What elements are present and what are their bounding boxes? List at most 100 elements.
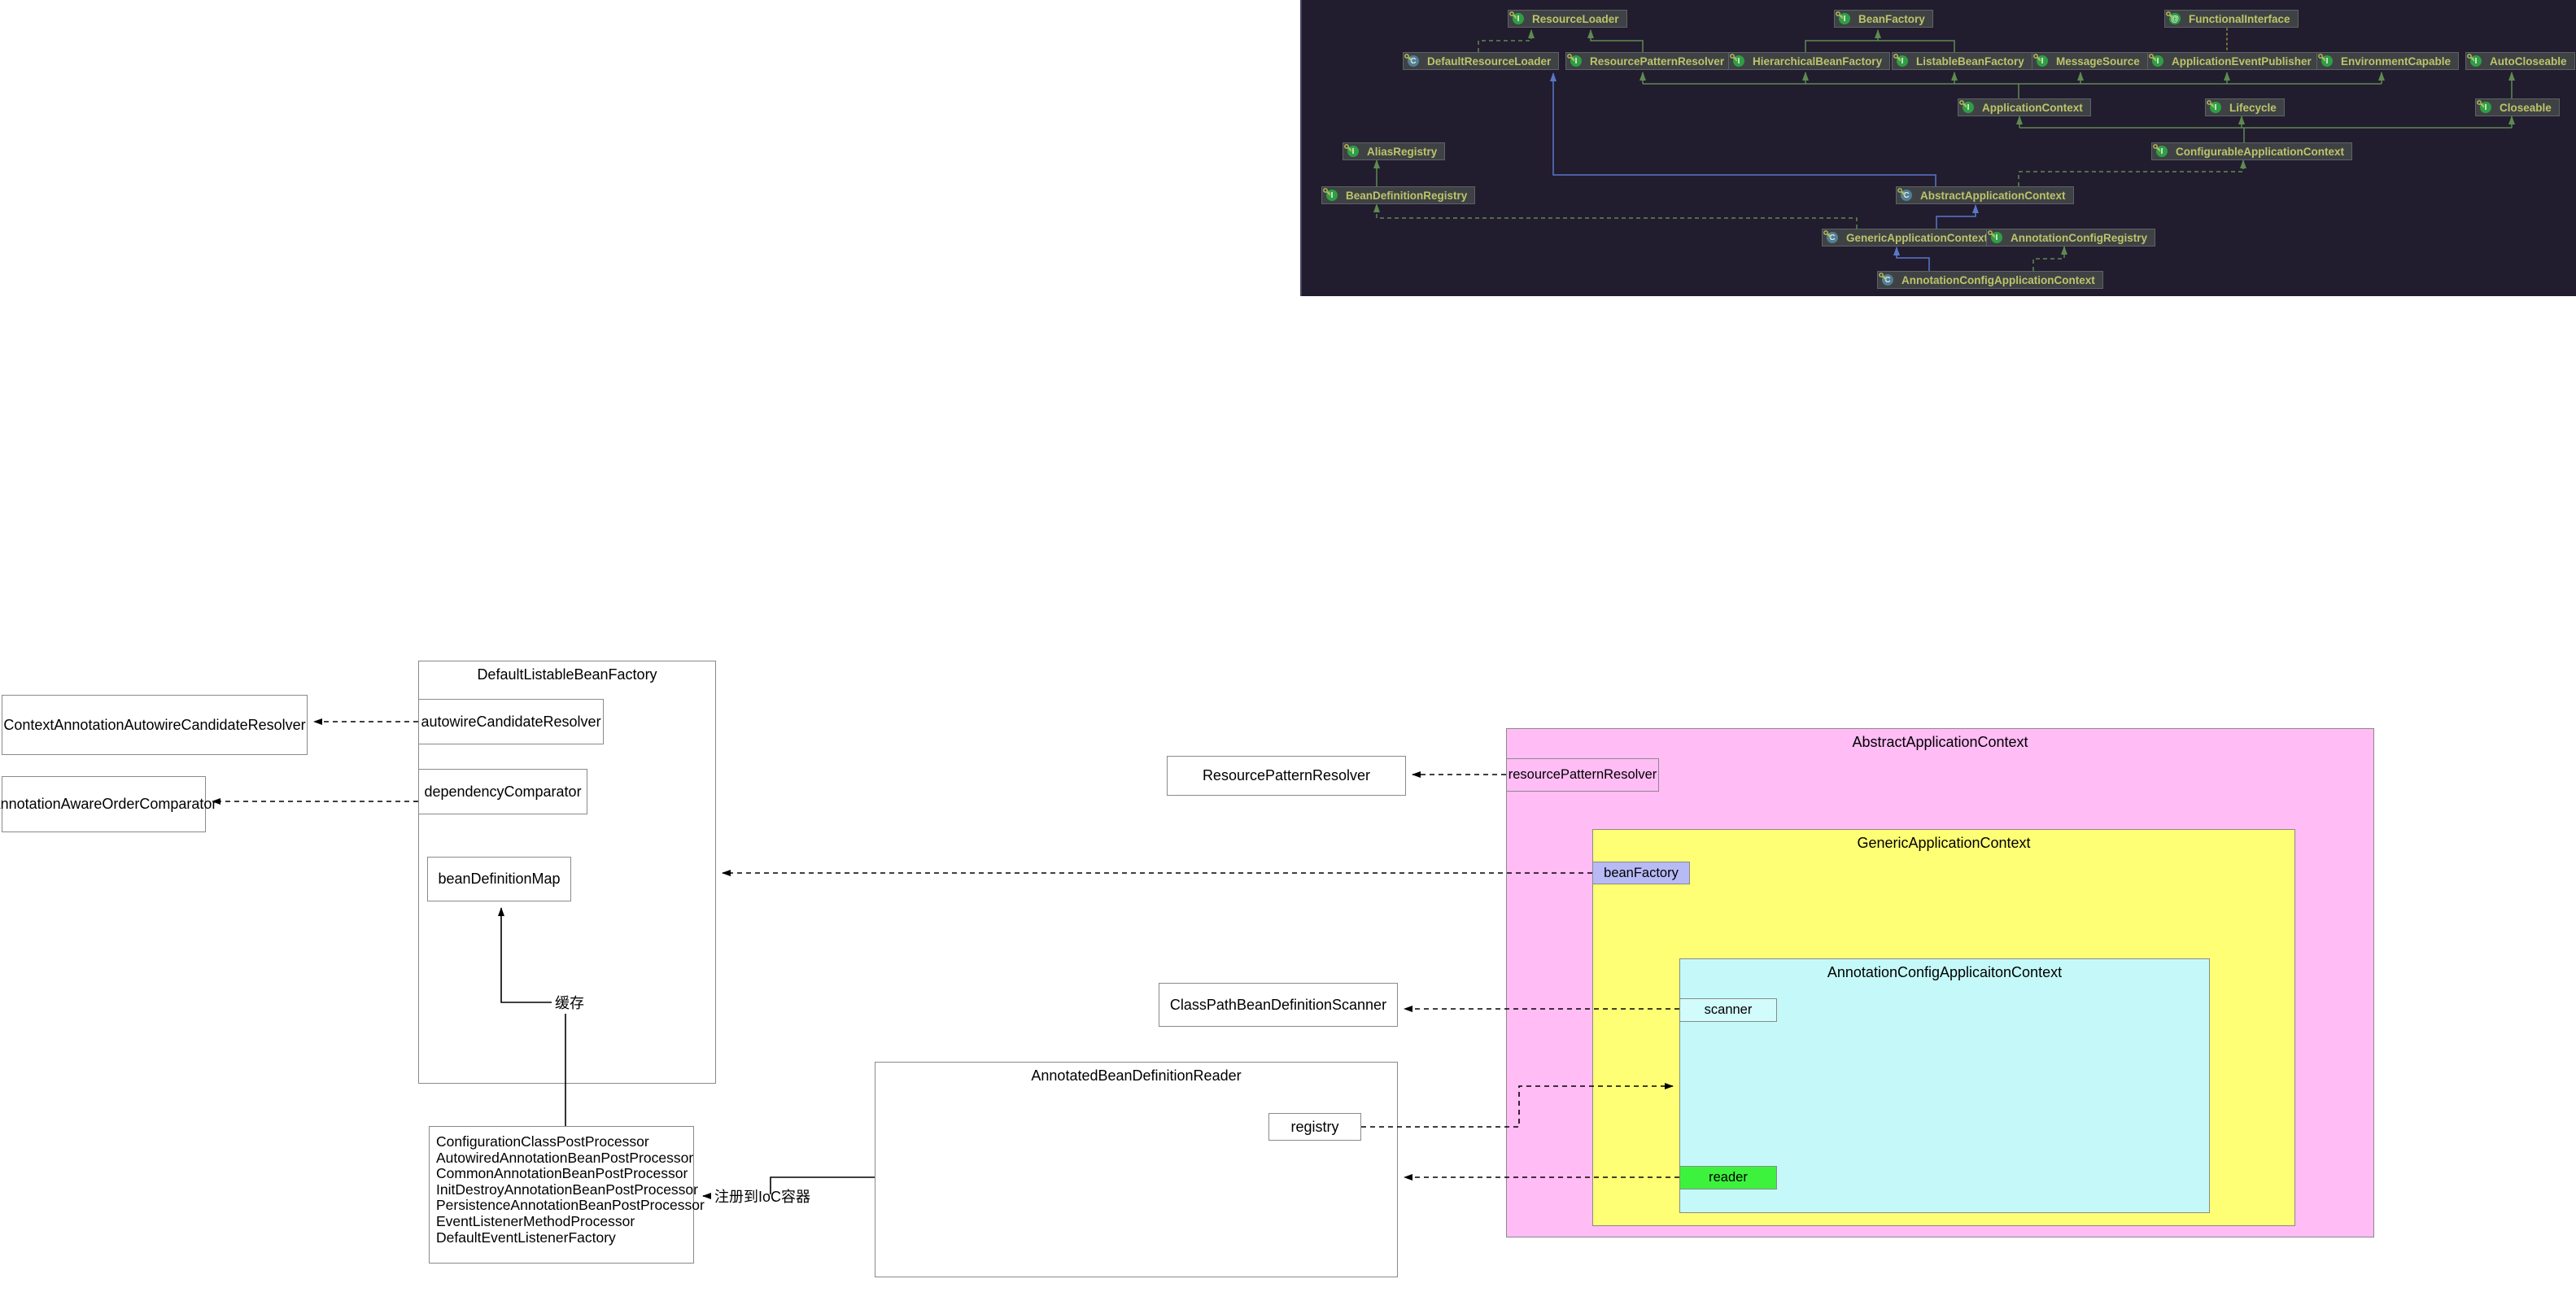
uml-node-ResourceLoader[interactable]: I ResourceLoader <box>1508 10 1627 28</box>
resource-pattern-resolver-class-label: ResourcePatternResolver <box>1202 767 1371 783</box>
uml-node-label: ApplicationEventPublisher <box>2172 55 2312 68</box>
interface-icon: I <box>2152 55 2163 67</box>
resource-pattern-resolver-field: resourcePatternResolver <box>1506 758 1659 792</box>
uml-node-AbstractApplicationContext[interactable]: C AbstractApplicationContext <box>1896 186 2074 204</box>
scanner-field-label: scanner <box>1704 1002 1753 1017</box>
uml-edge-AnnotationConfigApplicationContext-implements-AnnotationConfigRegistry <box>2032 246 2067 271</box>
register-label: 注册到IoC容器 <box>714 1189 811 1205</box>
uml-node-label: BeanFactory <box>1858 12 1925 25</box>
bean-definition-map-field: beanDefinitionMap <box>427 857 571 901</box>
cache-label: 缓存 <box>555 995 584 1011</box>
post-processor-item: AutowiredAnnotationBeanPostProcessor <box>436 1149 694 1166</box>
class-icon: C <box>1408 55 1419 67</box>
default-listable-bean-factory-label: DefaultListableBeanFactory <box>477 666 657 683</box>
generic-application-context-label: GenericApplicationContext <box>1857 835 2031 851</box>
autowire-candidate-resolver-field-label: autowireCandidateResolver <box>421 713 601 730</box>
bean-definition-map-field-label: beanDefinitionMap <box>438 871 561 887</box>
registry-field-label: registry <box>1290 1118 1339 1135</box>
annotated-bean-definition-reader: AnnotatedBeanDefinitionReader <box>875 1062 1398 1277</box>
uml-node-ResourcePatternResolver[interactable]: I ResourcePatternResolver <box>1565 52 1733 70</box>
bean-factory-field-label: beanFactory <box>1604 865 1679 880</box>
dependency-comparator-field: dependencyComparator <box>418 769 587 814</box>
uml-edge-AbstractApplicationContext-implements-ConfigurableApplicationContext <box>2018 159 2246 186</box>
interface-icon: I <box>1570 55 1582 67</box>
interface-icon: I <box>2321 55 2333 67</box>
reader-field-label: reader <box>1709 1170 1748 1185</box>
class-path-bean-definition-scanner-label: ClassPathBeanDefinitionScanner <box>1169 996 1387 1013</box>
class-path-bean-definition-scanner: ClassPathBeanDefinitionScanner <box>1159 983 1398 1027</box>
post-processor-item: ConfigurationClassPostProcessor <box>436 1133 649 1150</box>
uml-node-label: AbstractApplicationContext <box>1920 189 2066 202</box>
uml-node-label: ApplicationContext <box>1982 101 2083 114</box>
uml-node-MessageSource[interactable]: I MessageSource <box>2032 52 2148 70</box>
uml-node-label: ListableBeanFactory <box>1916 55 2024 68</box>
uml-node-Closeable[interactable]: I Closeable <box>2475 98 2560 116</box>
uml-edge-ListableBeanFactory-extends-BeanFactory <box>1878 40 1955 52</box>
uml-node-label: FunctionalInterface <box>2189 12 2290 25</box>
interface-icon: I <box>1513 13 1524 24</box>
uml-node-AnnotationConfigApplicationContext[interactable]: C AnnotationConfigApplicationContext <box>1877 271 2103 289</box>
annotated-bean-definition-reader-label: AnnotatedBeanDefinitionReader <box>1031 1067 1242 1084</box>
uml-node-AliasRegistry[interactable]: I AliasRegistry <box>1343 142 1446 160</box>
uml-node-label: ResourcePatternResolver <box>1590 55 1725 68</box>
interface-icon: I <box>2480 102 2491 113</box>
annotation-aware-order-comparator: AnnotationAwareOrderComparator <box>0 776 216 832</box>
interface-icon: I <box>1897 55 1908 67</box>
uml-node-ConfigurableApplicationContext[interactable]: I ConfigurableApplicationContext <box>2151 142 2352 160</box>
resource-pattern-resolver-class: ResourcePatternResolver <box>1167 756 1406 796</box>
uml-node-label: EnvironmentCapable <box>2341 55 2452 68</box>
uml-node-ApplicationEventPublisher[interactable]: I ApplicationEventPublisher <box>2147 52 2320 70</box>
uml-node-AutoCloseable[interactable]: I AutoCloseable <box>2465 52 2575 70</box>
class-icon: C <box>1882 274 1893 286</box>
uml-edge-ResourcePatternResolver-extends-ResourceLoader <box>1587 29 1644 52</box>
autowire-candidate-resolver-field: autowireCandidateResolver <box>418 699 604 744</box>
post-processor-item: PersistenceAnnotationBeanPostProcessor <box>436 1197 705 1214</box>
uml-node-label: ResourceLoader <box>1532 12 1619 25</box>
uml-node-label: MessageSource <box>2056 55 2140 68</box>
abstract-application-context-label: AbstractApplicationContext <box>1852 734 2028 750</box>
uml-edge-AnnotationConfigApplicationContext-extends-GenericApplicationContext <box>1893 247 1930 271</box>
bean-factory-field: beanFactory <box>1592 862 1690 884</box>
uml-edge-HierarchicalBeanFactory-extends-BeanFactory <box>1805 29 1881 52</box>
interface-icon: I <box>2037 55 2048 67</box>
uml-node-label: AutoCloseable <box>2490 55 2567 68</box>
resource-pattern-resolver-field-label: resourcePatternResolver <box>1508 767 1657 782</box>
uml-edge-DefaultResourceLoader-implements-ResourceLoader <box>1478 29 1535 52</box>
uml-node-label: ConfigurableApplicationContext <box>2176 145 2344 158</box>
uml-node-AnnotationConfigRegistry[interactable]: I AnnotationConfigRegistry <box>1986 229 2155 247</box>
uml-node-GenericApplicationContext[interactable]: C GenericApplicationContext <box>1822 229 1997 247</box>
post-processor-item: InitDestroyAnnotationBeanPostProcessor <box>436 1181 698 1198</box>
uml-node-label: GenericApplicationContext <box>1846 231 1989 244</box>
uml-node-label: Closeable <box>2500 101 2552 114</box>
uml-node-label: AnnotationConfigApplicationContext <box>1901 273 2095 286</box>
uml-node-label: AliasRegistry <box>1367 145 1438 158</box>
interface-icon: I <box>2210 102 2221 113</box>
dependency-comparator-field-label: dependencyComparator <box>424 783 582 800</box>
uml-node-ListableBeanFactory[interactable]: I ListableBeanFactory <box>1892 52 2032 70</box>
context-annotation-autowire-candidate-resolver-label: ContextAnnotationAutowireCandidateResolv… <box>3 716 306 733</box>
post-processor-item: EventListenerMethodProcessor <box>436 1212 635 1229</box>
scanner-field: scanner <box>1679 998 1777 1022</box>
class-icon: C <box>1827 232 1838 243</box>
uml-node-FunctionalInterface[interactable]: @FunctionalInterface <box>2164 10 2299 28</box>
annotation-aware-order-comparator-label: AnnotationAwareOrderComparator <box>0 796 217 812</box>
uml-edge-AbstractApplicationContext-extends-DefaultResourceLoader <box>1550 72 1936 186</box>
interface-icon: I <box>1347 146 1359 157</box>
registry-field: registry <box>1268 1113 1361 1141</box>
uml-node-label: AnnotationConfigRegistry <box>2011 231 2147 244</box>
annotation-config-application-context-label: AnnotationConfigApplicaitonContext <box>1827 964 2063 980</box>
class-icon: C <box>1901 190 1912 201</box>
interface-icon: I <box>1991 232 2002 243</box>
interface-icon: I <box>2470 55 2482 67</box>
uml-node-EnvironmentCapable[interactable]: I EnvironmentCapable <box>2316 52 2460 70</box>
interface-icon: I <box>2156 146 2168 157</box>
